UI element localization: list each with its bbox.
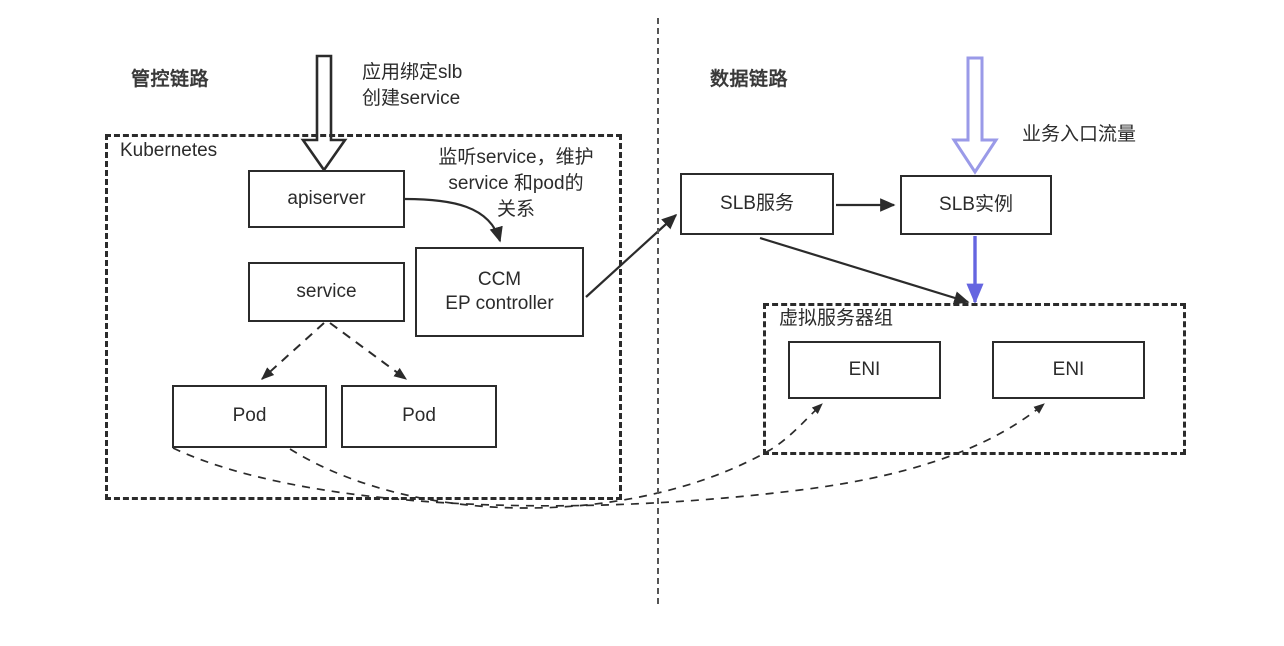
node-ccm-label-line2: EP controller [445, 293, 554, 314]
node-eni-right[interactable]: ENI [992, 341, 1145, 399]
node-eni-left-label: ENI [848, 358, 881, 380]
node-slb-instance[interactable]: SLB实例 [900, 175, 1052, 235]
node-slb-service-label: SLB服务 [720, 192, 794, 214]
kubernetes-group-box [105, 134, 622, 500]
annotation-app-bind-slb-line1: 应用绑定slb [362, 62, 463, 83]
edge-slb-service-to-vsg [759, 236, 970, 305]
node-eni-right-label: ENI [1052, 358, 1085, 380]
node-eni-left[interactable]: ENI [788, 341, 941, 399]
node-pod-left[interactable]: Pod [172, 385, 327, 448]
node-pod-right[interactable]: Pod [341, 385, 497, 448]
plane-divider [657, 18, 659, 604]
node-service[interactable]: service [248, 262, 405, 322]
node-pod-left-label: Pod [232, 405, 267, 427]
kubernetes-group-label: Kubernetes [120, 140, 218, 161]
data-plane-title: 数据链路 [710, 69, 789, 90]
node-ccm-label-line1: CCM [477, 268, 522, 290]
node-slb-service[interactable]: SLB服务 [680, 173, 834, 235]
virtual-server-group-label: 虚拟服务器组 [779, 308, 894, 329]
node-slb-instance-label: SLB实例 [939, 193, 1013, 215]
annotation-watch-service: 监听service，维护 service 和pod的 关系 [420, 145, 612, 224]
node-apiserver-label: apiserver [287, 187, 366, 209]
annotation-watch-service-line1: 监听service，维护 [438, 147, 594, 168]
annotation-ingress-traffic-line1: 业务入口流量 [1022, 124, 1137, 145]
edge-apiserver-to-ccm [404, 197, 503, 243]
node-pod-right-label: Pod [402, 405, 436, 427]
node-service-label: service [296, 280, 357, 302]
annotation-app-bind-slb: 应用绑定slb 创建service [362, 60, 462, 112]
app-bind-slb-arrow-icon [300, 54, 348, 173]
control-plane-title: 管控链路 [131, 69, 210, 90]
annotation-app-bind-slb-line2: 创建service [362, 88, 461, 110]
annotation-ingress-traffic: 业务入口流量 [1022, 122, 1136, 148]
edge-ccm-to-slb-service [585, 213, 678, 298]
annotation-watch-service-line3: 关系 [496, 199, 535, 221]
virtual-server-group-box [763, 303, 1186, 455]
edge-pod-right-to-eni-right [172, 403, 1045, 507]
node-ccm-ep-controller[interactable]: CCM EP controller [415, 247, 584, 337]
annotation-watch-service-line2: service 和pod的 [448, 173, 584, 195]
ingress-traffic-arrow-icon [951, 56, 999, 175]
edge-pod-left-to-eni-left [289, 403, 823, 509]
node-apiserver[interactable]: apiserver [248, 170, 405, 228]
edge-service-to-pod-left [261, 322, 325, 380]
